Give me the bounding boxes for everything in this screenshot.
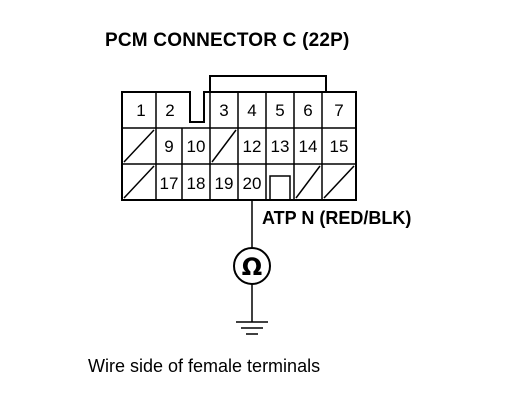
pin-18: 18 — [187, 174, 206, 193]
connector-outline — [121, 75, 357, 201]
ground-icon — [236, 321, 268, 335]
diagram-caption: Wire side of female terminals — [88, 356, 321, 376]
test-circuit — [233, 200, 271, 335]
pin-9: 9 — [164, 137, 173, 156]
wire-label: ATP N (RED/BLK) — [262, 208, 412, 228]
pin-12: 12 — [243, 137, 262, 156]
pin-17: 17 — [160, 174, 179, 193]
pin-7: 7 — [334, 101, 343, 120]
unused-cell-hatching — [123, 129, 355, 199]
ohm-icon: Ω — [242, 253, 262, 281]
pin-4: 4 — [247, 101, 256, 120]
pin-3: 3 — [219, 101, 228, 120]
pin-5: 5 — [275, 101, 284, 120]
pin-1: 1 — [136, 101, 145, 120]
pin-2: 2 — [165, 101, 174, 120]
pin-6: 6 — [303, 101, 312, 120]
connector-key-notch — [269, 175, 291, 200]
pin-14: 14 — [299, 137, 318, 156]
connector-title: PCM CONNECTOR C (22P) — [105, 30, 350, 51]
pin-20: 20 — [243, 174, 262, 193]
pin-13: 13 — [271, 137, 290, 156]
pin-labels: 1 2 3 4 5 6 7 9 10 12 13 14 15 17 18 19 … — [136, 101, 348, 193]
connector-grid — [122, 92, 356, 200]
pin-15: 15 — [330, 137, 349, 156]
pin-10: 10 — [187, 137, 206, 156]
pin-19: 19 — [215, 174, 234, 193]
